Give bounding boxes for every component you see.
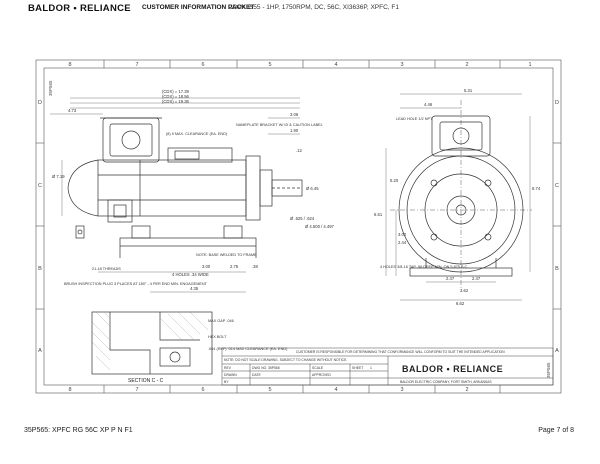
dim-362: 3.62 [460,288,469,293]
model-summary: CDPX3555 - 1HP, 1750RPM, DC, 56C, XI3636… [228,4,400,11]
dim-674: 6.74 [532,186,541,191]
section-label: SECTION C - C [128,378,164,384]
dim-38: .38 [252,264,258,269]
hex-bolt-note: HEX BOLT [208,335,227,339]
dim-300: 3.00 [202,264,211,269]
dim-531: 5.31 [464,88,473,93]
title-brand: BALDOR • RELIANCE [402,364,503,374]
rev-label: REV [224,366,232,370]
svg-text:3: 3 [400,387,403,393]
dim-435: 4.35 [190,286,199,291]
packet-title: CUSTOMER INFORMATION PACKET [142,4,255,11]
svg-text:7: 7 [135,387,138,393]
dim-520: 5.20 [390,178,399,183]
svg-text:C: C [555,183,559,189]
drawn-label: DRAWN [224,373,237,377]
svg-text:4: 4 [334,387,337,393]
dim-651: 6.51 [374,212,383,217]
address: BALDOR ELECTRIC COMPANY, FORT SMITH, ARK… [400,380,492,384]
dim-473: 4.73 [68,108,77,113]
col-label-2: 2 [465,62,468,68]
section-clearance-note: .004 (REF) .014 MAX CLEARANCE (EA. END) [208,347,288,351]
motor-side-view [67,117,303,258]
svg-text:B: B [555,266,559,272]
row-label-b: B [38,266,42,272]
thread-note: 21-18 THREADS [92,267,121,271]
scale-label: SCALE [312,366,324,370]
col-label-3: 3 [400,62,403,68]
svg-text:5: 5 [268,387,271,393]
dim-shaft: Ø 4.500 / 4.497 [305,224,335,229]
row-label-c: C [38,183,42,189]
svg-text:D: D [555,100,559,106]
by-label: BY [224,380,229,384]
clearance-note: (8) 5 MAX. CLEARANCE (EA. END) [166,132,228,136]
rev-tag-top: 35P565 [48,80,53,96]
col-label-8: 8 [68,62,71,68]
dim-247b: 2.47 [472,276,481,281]
row-label-d: D [38,100,42,106]
dim-overall-3: (CDX) = 19.36 [162,99,190,104]
dim-300r: 3.00 [398,232,407,237]
disclaimer: CUSTOMER IS RESPONSIBLE FOR DETERMINING … [296,350,505,354]
dim-shaft-dia: Ø .625 / .624 [290,216,315,221]
col-label-6: 6 [201,62,204,68]
frame-inner [43,67,554,386]
col-label-5: 5 [268,62,271,68]
dim-244: 2.44 [398,240,407,245]
bolt-note: 4 HOLES 3/8-16 TAP .56 DEEP MIN. ON 5.87… [380,265,468,269]
dim-overall-1: (CDX) = 17.39 [162,89,190,94]
dwg-label: DWG NO. [252,366,267,370]
dwg-value: 35P565 [268,366,280,370]
svg-text:2: 2 [465,387,468,393]
row-label-a: A [38,348,42,354]
svg-text:8: 8 [68,387,71,393]
holes-note: 4 HOLES .34 WIDE [172,272,209,277]
col-label-1: 1 [528,62,531,68]
dim-662: 6.62 [456,301,465,306]
max-gap-note: MAX GAP .046 [208,319,234,323]
date-label: DATE [252,373,262,377]
note-line: NOTE: DO NOT SCALE DRAWING. SUBJECT TO C… [224,358,347,362]
dim-446: 4.46 [424,102,433,107]
dim-275: 2.75 [230,264,239,269]
dim-overall-2: (CDX) = 18.56 [162,94,190,99]
brush-note: BRUSH INSPECTION PLUG 3 PLACES AT 180° -… [64,282,208,286]
col-label-4: 4 [334,62,337,68]
brand-logo: BALDOR • RELIANCE [28,3,131,14]
dim-719: Ø 7.19 [52,174,65,179]
dim-306: 3.06 [290,112,299,117]
title-block [221,347,554,386]
base-note: NOTE: BASE WELDED TO FRAME [196,253,257,257]
dim-645: Ø 6.45 [306,186,319,191]
page-header: BALDOR • RELIANCE CUSTOMER INFORMATION P… [0,0,600,22]
footer-page-number: Page 7 of 8 [538,427,574,434]
section-c-c [91,311,213,375]
footer-left: 35P565: XPFC RG 56C XP P N F1 [24,427,133,434]
approved-label: APPROVED [312,373,331,377]
frame-outer [35,59,562,394]
svg-text:6: 6 [201,387,204,393]
lead-note: LEAD HOLE 1/2 NPT [396,117,433,121]
sheet-label: SHEET [352,366,363,370]
nameplate-note: NAMEPLATE BRACKET W/ ID & CAUTION LABEL [236,123,323,127]
dim-247a: 2.47 [446,276,455,281]
rev-tag-bottom: 35P565 [546,362,551,378]
svg-text:A: A [555,348,559,354]
sheet-value: 1 [370,366,372,370]
dim-190: 1.90 [290,128,299,133]
dim-12: .12 [296,148,302,153]
motor-end-view [390,100,532,290]
col-label-7: 7 [135,62,138,68]
